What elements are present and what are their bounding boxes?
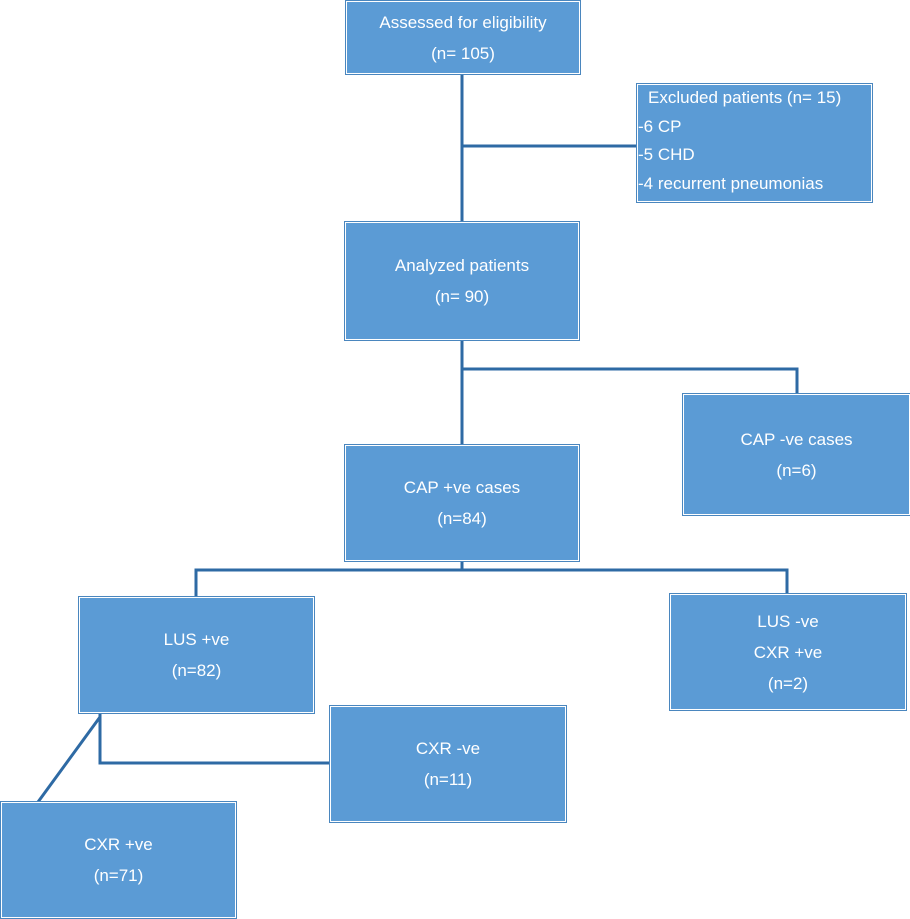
assessed-count: (n= 105): [431, 43, 495, 63]
excluded-title: Excluded patients (n= 15): [648, 88, 842, 107]
cxr-positive-box: CXR +ve (n=71): [1, 802, 236, 918]
cxr-positive-count: (n=71): [93, 866, 144, 885]
cxr-negative-count: (n=11): [423, 770, 473, 789]
cap-positive-box: CAP +ve cases (n=84): [345, 445, 579, 561]
connector-to-lus-branches: [194, 568, 789, 597]
assessed-title: Assessed for eligibility: [379, 12, 547, 32]
connector-to-cxr-negative: [98, 713, 330, 765]
cap-negative-box: CAP -ve cases (n=6): [683, 394, 910, 515]
lus-positive-title: LUS +ve: [163, 630, 230, 649]
lus-negative-count: (n=2): [767, 673, 809, 693]
connector-to-cxr-positive: [36, 716, 102, 803]
cxr-negative-box: CXR -ve (n=11): [330, 706, 566, 822]
cxr-positive-title: CXR +ve: [84, 835, 153, 854]
connector-to-cap-negative: [462, 367, 799, 394]
lus-positive-count: (n=82): [171, 661, 222, 680]
lus-positive-box: LUS +ve (n=82): [79, 597, 314, 713]
analyzed-box: Analyzed patients (n= 90): [345, 222, 579, 340]
lus-negative-subtitle: CXR +ve: [753, 642, 823, 662]
excluded-item: -6 CP: [638, 116, 682, 136]
excluded-item: -5 CHD: [638, 145, 695, 164]
excluded-item: -4 recurrent pneumonias: [638, 173, 824, 193]
cap-positive-title: CAP +ve cases: [403, 478, 521, 497]
cxr-negative-title: CXR -ve: [415, 739, 481, 758]
cap-positive-count: (n=84): [437, 509, 487, 528]
assessed-box: Assessed for eligibility (n= 105): [346, 1, 580, 74]
lus-negative-box: LUS -ve CXR +ve (n=2): [670, 594, 906, 710]
lus-negative-title: LUS -ve: [757, 611, 819, 631]
cap-negative-count: (n=6): [776, 460, 817, 480]
analyzed-count: (n= 90): [434, 287, 490, 306]
cap-negative-title: CAP -ve cases: [740, 429, 853, 449]
excluded-box: Excluded patients (n= 15) -6 CP -5 CHD -…: [637, 84, 872, 202]
analyzed-title: Analyzed patients: [394, 256, 530, 275]
